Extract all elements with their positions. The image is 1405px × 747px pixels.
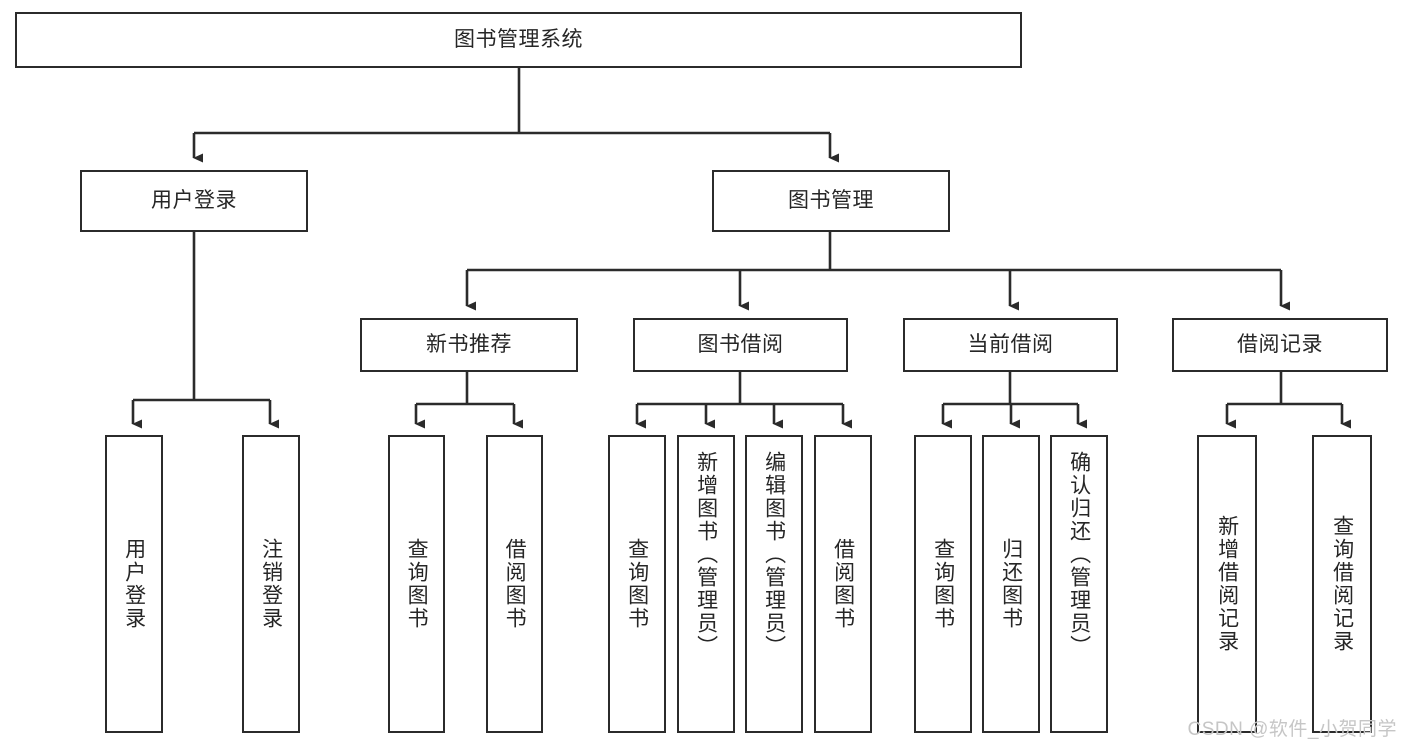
node-leaf-query-record[interactable]: 查询借阅记录 <box>1312 435 1372 733</box>
node-user-login[interactable]: 用户登录 <box>80 170 308 232</box>
node-leaf-user-logout-label: 注销登录 <box>259 538 283 630</box>
node-leaf-query-book-1[interactable]: 查询图书 <box>388 435 445 733</box>
node-leaf-borrow-book-1[interactable]: 借阅图书 <box>486 435 543 733</box>
node-borrow-record-label: 借阅记录 <box>1237 332 1323 356</box>
node-leaf-add-book[interactable]: 新增图书（管理员） <box>677 435 735 733</box>
node-new-book-recommend[interactable]: 新书推荐 <box>360 318 578 372</box>
node-leaf-user-logout[interactable]: 注销登录 <box>242 435 300 733</box>
node-borrow-record[interactable]: 借阅记录 <box>1172 318 1388 372</box>
watermark-text: CSDN @软件_小贺同学 <box>1187 719 1397 740</box>
node-leaf-borrow-book-1-label: 借阅图书 <box>503 538 527 630</box>
node-leaf-user-login[interactable]: 用户登录 <box>105 435 163 733</box>
node-leaf-query-book-2[interactable]: 查询图书 <box>608 435 666 733</box>
node-leaf-edit-book[interactable]: 编辑图书（管理员） <box>745 435 803 733</box>
node-leaf-confirm-return-label: 确认归还（管理员） <box>1067 451 1091 658</box>
node-leaf-user-login-label: 用户登录 <box>122 538 146 630</box>
node-leaf-add-record-label: 新增借阅记录 <box>1215 515 1239 653</box>
node-leaf-return-book-label: 归还图书 <box>999 538 1023 630</box>
node-leaf-query-book-1-label: 查询图书 <box>405 538 429 630</box>
node-leaf-borrow-book-2-label: 借阅图书 <box>831 538 855 630</box>
node-leaf-edit-book-label: 编辑图书（管理员） <box>762 451 786 658</box>
node-leaf-query-book-3[interactable]: 查询图书 <box>914 435 972 733</box>
node-root-label: 图书管理系统 <box>454 27 583 51</box>
node-leaf-query-book-2-label: 查询图书 <box>625 538 649 630</box>
node-book-borrow[interactable]: 图书借阅 <box>633 318 848 372</box>
node-current-borrow-label: 当前借阅 <box>967 332 1054 356</box>
node-book-management[interactable]: 图书管理 <box>712 170 950 232</box>
node-user-login-label: 用户登录 <box>151 188 237 212</box>
node-book-borrow-label: 图书借阅 <box>697 332 784 356</box>
node-leaf-confirm-return[interactable]: 确认归还（管理员） <box>1050 435 1108 733</box>
node-leaf-add-record[interactable]: 新增借阅记录 <box>1197 435 1257 733</box>
node-leaf-return-book[interactable]: 归还图书 <box>982 435 1040 733</box>
node-leaf-query-record-label: 查询借阅记录 <box>1330 515 1354 653</box>
node-leaf-borrow-book-2[interactable]: 借阅图书 <box>814 435 872 733</box>
node-leaf-add-book-label: 新增图书（管理员） <box>694 451 718 658</box>
node-root[interactable]: 图书管理系统 <box>15 12 1022 68</box>
node-current-borrow[interactable]: 当前借阅 <box>903 318 1118 372</box>
node-book-management-label: 图书管理 <box>788 188 874 212</box>
node-leaf-query-book-3-label: 查询图书 <box>931 538 955 630</box>
node-new-book-recommend-label: 新书推荐 <box>426 332 512 356</box>
